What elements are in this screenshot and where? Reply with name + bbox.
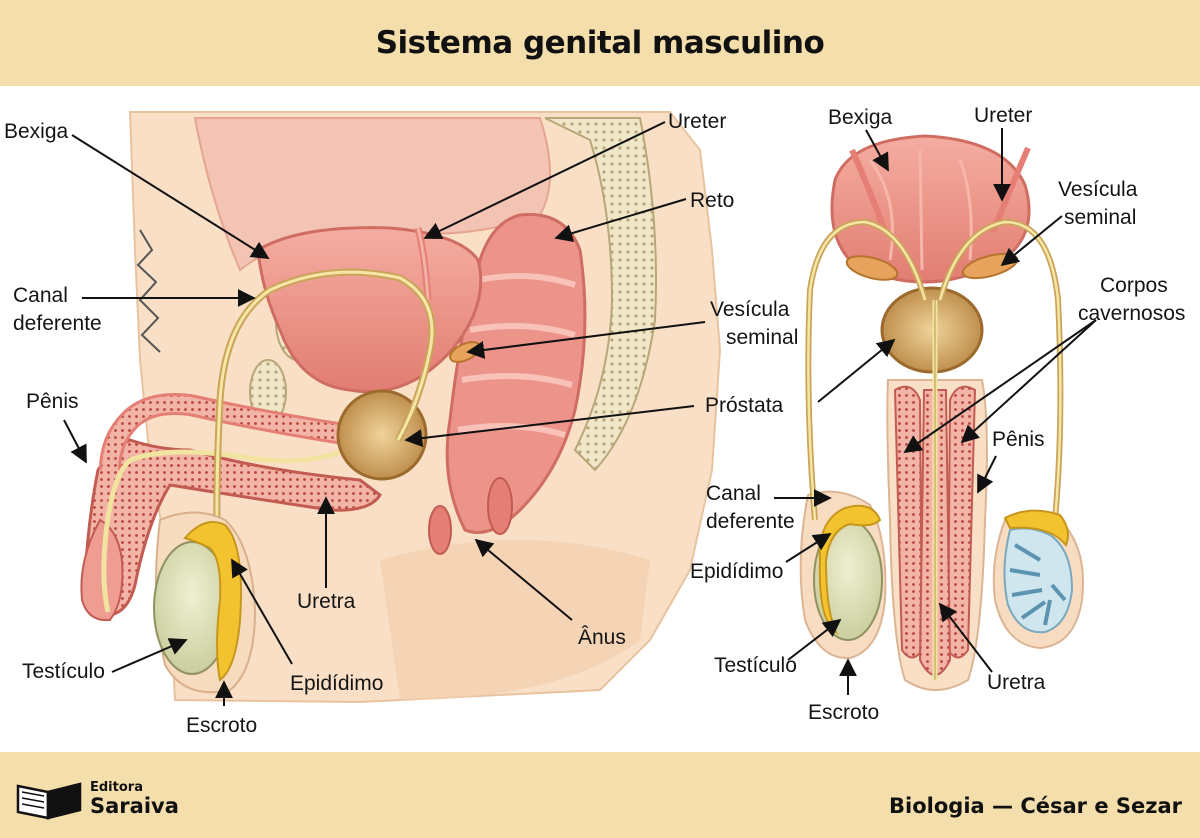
label-ureter: Ureter: [668, 110, 726, 133]
epididymis: [183, 521, 242, 682]
frontal-view: Bexiga Ureter Vesícula seminal Corpos ca…: [690, 104, 1185, 724]
publisher-logo: Editora Saraiva: [14, 778, 214, 822]
title-banner: Sistema genital masculino: [0, 0, 1200, 86]
label-escroto-frontal: Escroto: [808, 701, 879, 724]
frontal-prostate: [880, 286, 984, 374]
anal-canal: [487, 477, 513, 535]
page-title: Sistema genital masculino: [375, 25, 825, 61]
label-vesicula-frontal: Vesícula: [1058, 178, 1138, 201]
label-corpos: Corpos: [1100, 274, 1168, 297]
urethra: [101, 428, 384, 613]
leader-lines-left: [63, 121, 706, 706]
label-canal: Canal: [13, 284, 68, 307]
frontal-epididymis-right: [1003, 509, 1069, 547]
frontal-ureter-left: [849, 148, 888, 234]
label-deferente: deferente: [13, 312, 102, 335]
label-cavernosos: cavernosos: [1078, 302, 1185, 325]
label-bexiga-frontal: Bexiga: [828, 106, 893, 129]
label-testiculo: Testículo: [22, 660, 105, 683]
label-deferente-frontal: deferente: [706, 510, 795, 533]
sacrum: [544, 117, 657, 472]
frontal-vesicle-left: [845, 255, 899, 281]
leader-lines-right: [774, 128, 1097, 695]
pubic-hair: [136, 229, 161, 353]
label-prostata: Próstata: [705, 394, 784, 417]
sagittal-view: Bexiga Ureter Reto Canal deferente Vesíc…: [4, 110, 798, 737]
label-seminal: seminal: [726, 326, 798, 349]
label-epididimo: Epidídimo: [290, 672, 383, 695]
prostate: [336, 389, 428, 481]
testis-section: [1003, 527, 1074, 634]
label-reto: Reto: [690, 189, 734, 212]
label-anus: Ânus: [578, 626, 626, 649]
label-penis-frontal: Pênis: [992, 428, 1045, 451]
book-icon: [16, 782, 82, 820]
anatomy-diagram: Bexiga Ureter Reto Canal deferente Vesíc…: [4, 104, 1185, 737]
publisher-name: Saraiva: [90, 794, 179, 818]
publisher-small-text: Editora: [90, 780, 143, 795]
label-penis: Pênis: [26, 390, 79, 413]
book-credit: Biologia — César e Sezar: [889, 794, 1182, 818]
label-seminal-frontal: seminal: [1064, 206, 1136, 229]
label-vesicula: Vesícula: [710, 298, 790, 321]
label-canal-frontal: Canal: [706, 482, 761, 505]
label-ureter-frontal: Ureter: [974, 104, 1032, 127]
label-testiculo-frontal: Testículo: [714, 654, 797, 677]
label-epididimo-frontal: Epidídimo: [690, 560, 783, 583]
label-uretra: Uretra: [297, 590, 356, 613]
label-bexiga: Bexiga: [4, 120, 69, 143]
label-uretra-frontal: Uretra: [987, 671, 1046, 694]
corpus-cavernosum-right: [946, 385, 977, 659]
label-escroto: Escroto: [186, 714, 257, 737]
footer-banner: Editora Saraiva Biologia — César e Sezar: [0, 752, 1200, 838]
